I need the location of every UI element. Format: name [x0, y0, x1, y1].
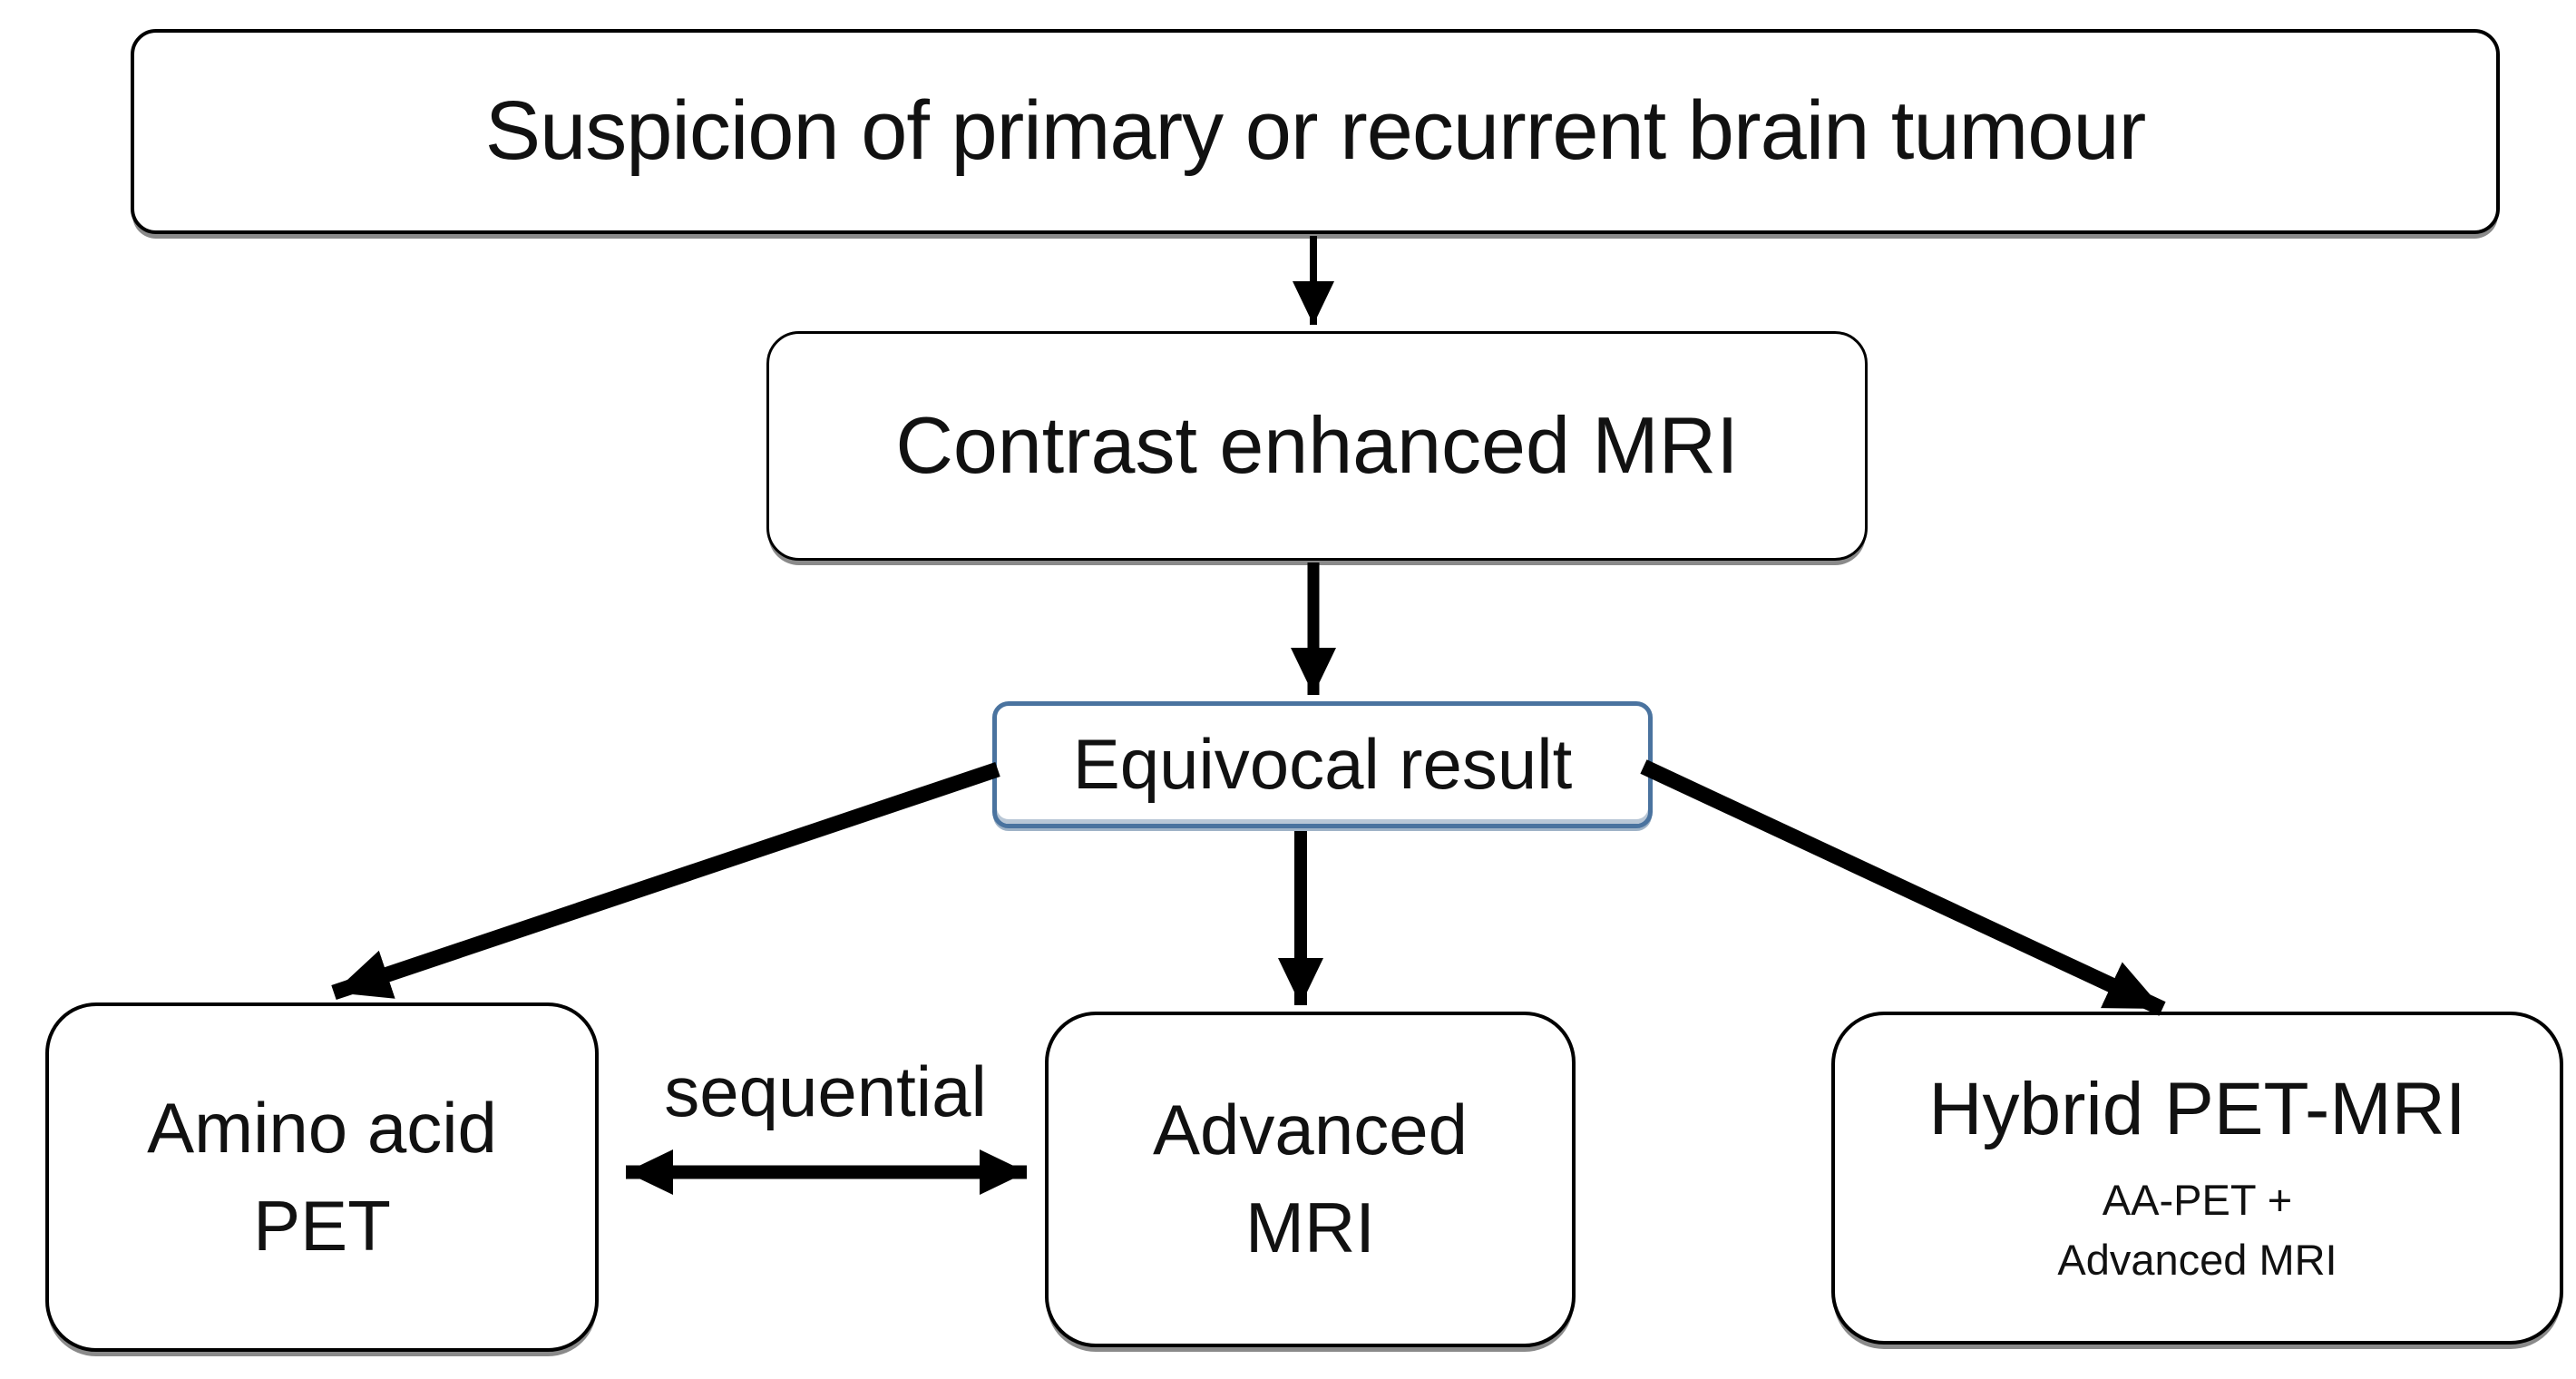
node-amino-acid-pet: Amino acid PET	[45, 1002, 599, 1352]
arrow-equivocal-to-hybrid-pet-mri	[1640, 759, 2166, 1016]
node-advanced-mri: Advanced MRI	[1045, 1012, 1576, 1347]
node-hybrid-pet-mri-subtitle-line2: Advanced MRI	[2057, 1235, 2337, 1284]
node-suspicion-label: Suspicion of primary or recurrent brain …	[484, 84, 2147, 178]
node-equivocal-result: Equivocal result	[992, 701, 1653, 828]
node-advanced-mri-label-line1: Advanced	[1153, 1090, 1468, 1170]
node-equivocal-result-label: Equivocal result	[1072, 724, 1573, 805]
node-suspicion: Suspicion of primary or recurrent brain …	[131, 29, 2500, 234]
arrow-equivocal-to-amino-acid-pet	[331, 761, 1000, 1001]
node-contrast-mri-label: Contrast enhanced MRI	[895, 400, 1739, 491]
edge-label-sequential: sequential	[664, 1051, 987, 1131]
node-amino-acid-pet-label-line2: PET	[253, 1185, 391, 1266]
node-amino-acid-pet-label-line1: Amino acid	[147, 1087, 497, 1168]
node-hybrid-pet-mri: Hybrid PET-MRI AA-PET + Advanced MRI	[1831, 1012, 2563, 1345]
node-hybrid-pet-mri-title: Hybrid PET-MRI	[1928, 1067, 2466, 1150]
node-contrast-mri: Contrast enhanced MRI	[766, 331, 1868, 561]
node-advanced-mri-label-line2: MRI	[1245, 1188, 1375, 1267]
node-hybrid-pet-mri-subtitle-line1: AA-PET +	[2102, 1175, 2293, 1224]
